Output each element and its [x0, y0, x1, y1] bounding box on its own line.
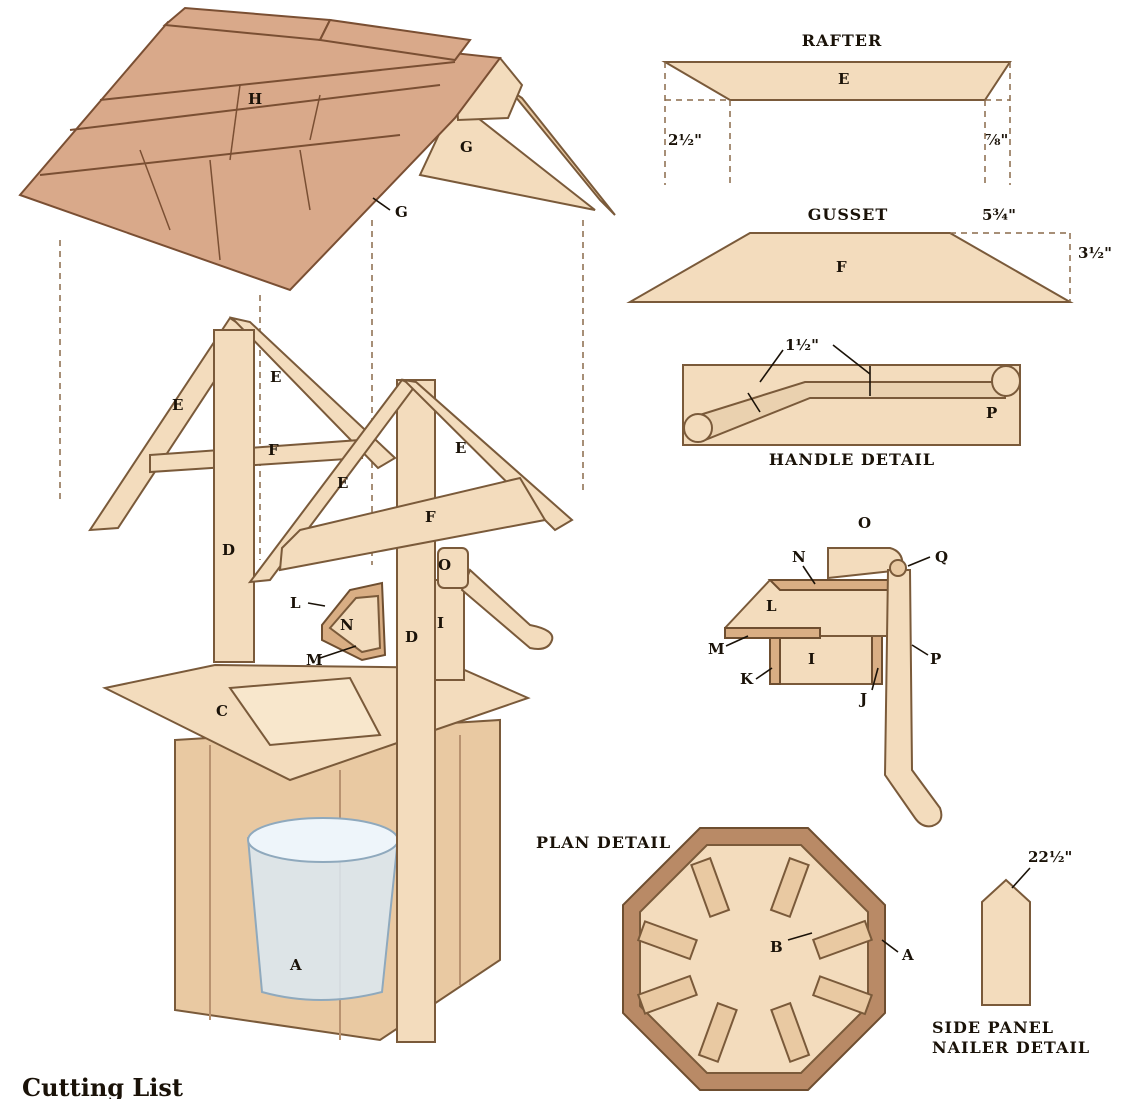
label-d-M: M	[708, 640, 725, 658]
label-plan-A: A	[901, 946, 914, 964]
label-A-body: A	[289, 956, 302, 974]
cutting-list-heading: Cutting List	[22, 1073, 183, 1099]
gusset-front	[278, 476, 547, 572]
caption-rafter: RAFTER	[802, 31, 882, 50]
label-O: O	[438, 556, 451, 574]
label-H: H	[248, 90, 262, 108]
part-Q	[889, 559, 907, 577]
label-d-J: J	[858, 690, 867, 708]
well-frame: E E F D A C L N M O I D	[88, 316, 574, 1043]
roof-panel	[18, 20, 502, 292]
label-G-edge: G	[395, 203, 408, 221]
crank-assembly-detail: O Q N L M I K J P	[708, 514, 948, 828]
label-E-4: E	[337, 474, 348, 492]
label-rafter-E: E	[838, 70, 849, 88]
label-C: C	[216, 702, 228, 720]
caption-nailer-2: NAILER DETAIL	[932, 1038, 1090, 1057]
label-M: M	[306, 651, 323, 669]
gusset-part	[626, 232, 1074, 303]
part-M	[724, 627, 821, 639]
label-E-2: E	[270, 368, 281, 386]
caption-gusset: GUSSET	[808, 205, 888, 224]
caption-plan: PLAN DETAIL	[536, 833, 671, 852]
label-E-1: E	[172, 396, 183, 414]
nailer-part	[981, 878, 1031, 1006]
part-I	[769, 635, 881, 685]
label-gusset-F: F	[836, 258, 847, 276]
dim-gusset-top: 5¾"	[982, 206, 1016, 224]
label-L: L	[290, 594, 301, 612]
label-G-gable: G	[460, 138, 473, 156]
label-plan-B: B	[770, 938, 783, 956]
rafter-detail: RAFTER E 2½" ⅞"	[661, 31, 1012, 185]
dim-gusset-side: 3½"	[1078, 244, 1112, 262]
label-d-Q: Q	[935, 548, 948, 566]
dim-nailer: 22½"	[1028, 848, 1072, 866]
gusset-back	[149, 438, 364, 474]
label-I: I	[437, 614, 444, 632]
plan-detail: PLAN DETAIL B A	[536, 827, 914, 1091]
dim-handle: 1½"	[785, 336, 819, 354]
label-d-O: O	[858, 514, 871, 532]
post-front	[396, 379, 436, 1043]
part-N	[767, 579, 889, 591]
label-d-L: L	[766, 597, 777, 615]
plan-octagon-inner	[639, 844, 869, 1074]
part-P	[883, 569, 943, 828]
label-d-K: K	[740, 670, 754, 688]
ridge-cap-2	[318, 18, 472, 62]
nailer-detail: 22½" SIDE PANEL NAILER DETAIL	[932, 848, 1090, 1057]
label-N: N	[340, 616, 354, 634]
gusset-detail: GUSSET 5¾" 3½" F	[626, 205, 1112, 303]
post-back	[213, 329, 255, 663]
label-d-I: I	[808, 650, 815, 668]
crank-handle	[460, 568, 554, 650]
label-d-N: N	[792, 548, 806, 566]
caption-handle: HANDLE DETAIL	[769, 450, 935, 469]
part-J	[871, 635, 883, 685]
rafter-back-right	[228, 316, 397, 470]
dim-rafter-left: 2½"	[668, 131, 702, 149]
label-handle-P: P	[986, 404, 997, 422]
label-D-front: D	[405, 628, 418, 646]
dim-rafter-right: ⅞"	[985, 131, 1008, 149]
label-F-back: F	[268, 441, 279, 459]
label-d-P: P	[930, 650, 941, 668]
handle-detail: 1½" P HANDLE DETAIL	[682, 336, 1021, 469]
label-D-back: D	[222, 541, 235, 559]
rafter-front-right	[401, 378, 574, 532]
roof-assembly: H G G	[18, 6, 616, 292]
label-F-front: F	[425, 508, 436, 526]
plan-nailers	[636, 856, 874, 1064]
block-O	[437, 547, 469, 589]
label-E-3: E	[455, 439, 466, 457]
caption-nailer-1: SIDE PANEL	[932, 1018, 1054, 1037]
part-K	[769, 635, 781, 685]
